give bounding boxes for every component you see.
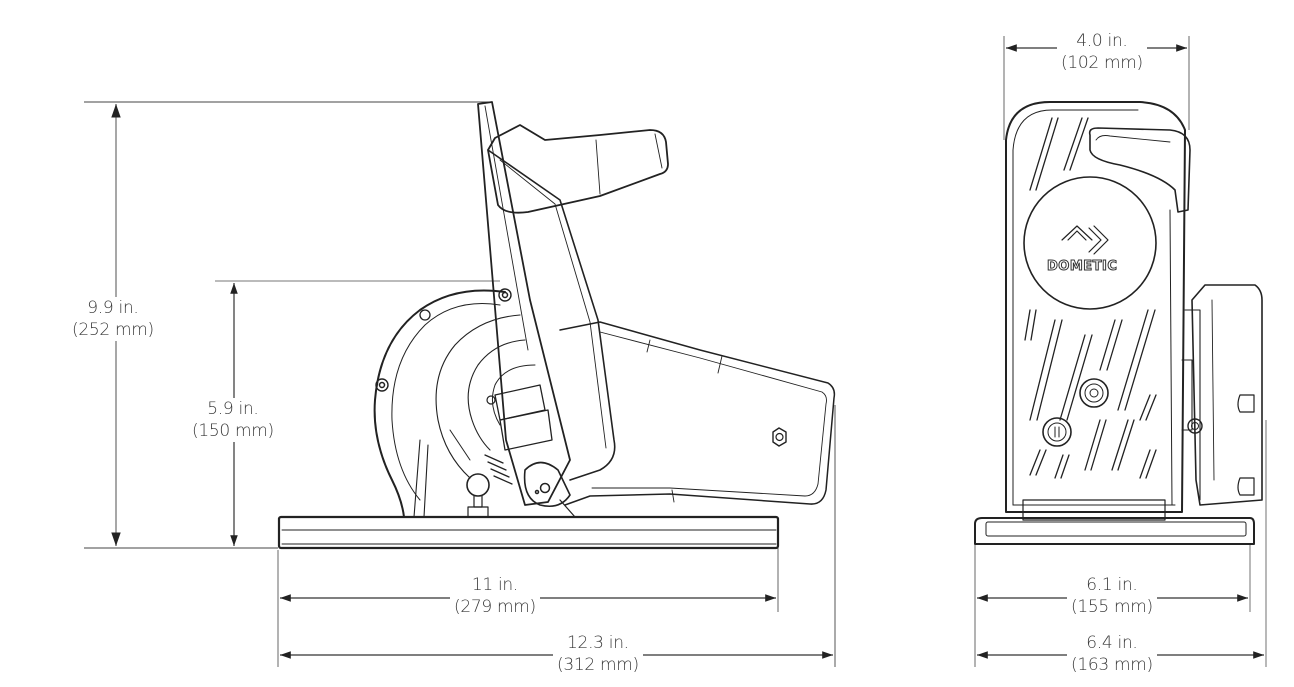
front-bolt-lower	[1042, 417, 1072, 447]
logo-disk	[1023, 176, 1157, 310]
dim-total-length-metric: (312 mm)	[557, 655, 639, 675]
dim-pivot-height: 5.9 in. (150 mm)	[188, 398, 278, 442]
vent-slots	[1024, 117, 1157, 479]
front-bolt-upper	[1079, 378, 1109, 408]
front-side-motor	[1191, 284, 1263, 506]
lug-left-top	[419, 309, 431, 321]
base-plate	[277, 515, 780, 550]
motor-housing	[373, 289, 506, 518]
dim-total-height-imperial: 9.9 in.	[87, 298, 139, 318]
dometic-logo-mark	[1061, 225, 1109, 255]
mount-post	[477, 101, 571, 506]
dim-total-width-imperial: 6.4 in.	[1086, 633, 1138, 653]
dim-base-width: 6.1 in. (155 mm)	[1067, 574, 1157, 618]
dim-base-length: 11 in. (279 mm)	[450, 574, 540, 618]
dim-top-width: 4.0 in. (102 mm)	[1057, 30, 1147, 74]
dim-base-length-imperial: 11 in.	[471, 575, 518, 595]
front-view-dimensions	[974, 36, 1267, 667]
dim-base-width-imperial: 6.1 in.	[1086, 575, 1138, 595]
dim-total-width-metric: (163 mm)	[1071, 655, 1153, 675]
dim-pivot-height-metric: (150 mm)	[192, 421, 274, 441]
dim-total-height: 9.9 in. (252 mm)	[68, 297, 158, 341]
dim-total-height-metric: (252 mm)	[72, 320, 154, 340]
front-view-drawing	[974, 101, 1263, 545]
dometic-logo-text: DOMETIC	[1046, 259, 1118, 275]
top-cradle	[487, 124, 669, 214]
pivot-bolt	[539, 482, 551, 494]
dim-top-width-metric: (102 mm)	[1061, 53, 1143, 73]
dim-top-width-imperial: 4.0 in.	[1076, 31, 1128, 51]
dim-pivot-height-imperial: 5.9 in.	[207, 399, 259, 419]
dim-total-width: 6.4 in. (163 mm)	[1067, 632, 1157, 676]
lug-left	[375, 378, 389, 392]
front-base-plate	[974, 517, 1255, 545]
front-main-body	[1005, 101, 1186, 513]
dim-base-length-metric: (279 mm)	[454, 597, 536, 617]
side-view-drawing	[277, 101, 836, 550]
dim-total-length: 12.3 in. (312 mm)	[553, 632, 643, 676]
dim-base-width-metric: (155 mm)	[1071, 597, 1153, 617]
lug-top	[498, 288, 512, 302]
arm-housing	[559, 321, 836, 506]
dim-total-length-imperial: 12.3 in.	[567, 633, 629, 653]
front-clamp	[1088, 127, 1191, 213]
lock-pin-ring	[466, 473, 490, 497]
hex-nut	[772, 427, 787, 447]
spring	[484, 454, 513, 485]
